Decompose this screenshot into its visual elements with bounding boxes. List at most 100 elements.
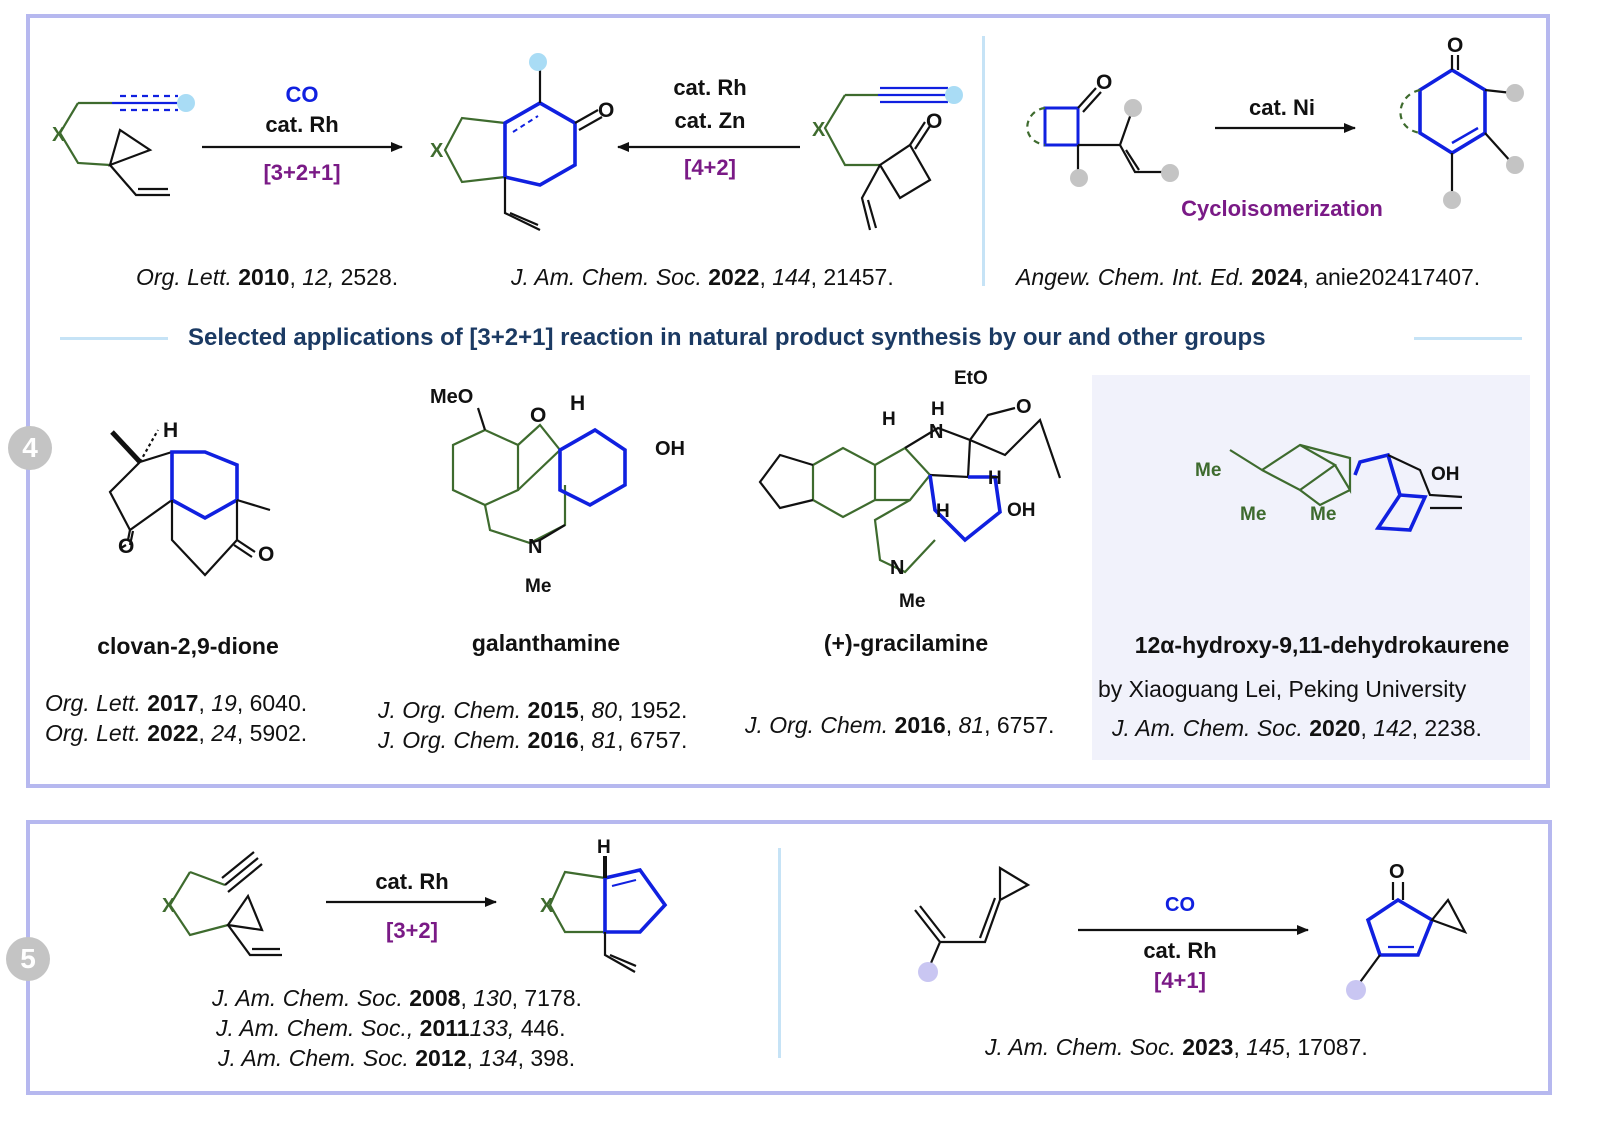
gracilamine-ref: J. Org. Chem. 2016, 81, 6757. (745, 712, 1055, 738)
p5-scheme1-ref-1: J. Am. Chem. Soc. 2008, 130, 7178. (212, 985, 582, 1011)
scheme1-arrow-type: [3+2+1] (263, 160, 340, 185)
scheme3-product (1399, 55, 1513, 196)
p5-scheme1-product-x: X (540, 895, 554, 917)
scheme3-sm-o: O (1096, 71, 1112, 94)
p5-scheme1-arrow-catalyst: cat. Rh (375, 869, 448, 894)
p5-scheme2-arrow-type: [4+1] (1154, 968, 1206, 993)
p5-scheme2-product-o: O (1389, 861, 1405, 883)
section-line-right (1414, 337, 1522, 340)
galanthamine-meo: MeO (430, 386, 473, 408)
scheme2-alkyne-substituent-dot (945, 86, 963, 104)
p5-scheme2-arrow-co: CO (1165, 894, 1195, 916)
galanthamine-name: galanthamine (471, 630, 621, 656)
galanthamine-n: N (528, 536, 542, 558)
product-carbonyl-o: O (598, 99, 614, 122)
gracilamine-o: O (1016, 396, 1032, 418)
gracilamine-h3: H (936, 501, 950, 522)
scheme3-arrow-catalyst: cat. Ni (1249, 95, 1315, 120)
p5-scheme1-ref-3: J. Am. Chem. Soc. 2012, 134, 398. (218, 1045, 576, 1071)
panel-5-structures: X cat. Rh [3+2] H X CO cat. Rh [4+1] O (162, 837, 1468, 1000)
scheme1-reference: Org. Lett. 2010, 12, 2528. (136, 264, 399, 290)
p5-scheme2-starting-material (914, 866, 1031, 971)
clovandione-name: clovan-2,9-dione (97, 633, 279, 659)
scheme3-product-dot-3 (1443, 191, 1461, 209)
gracilamine-eto: EtO (954, 368, 988, 389)
section-title: Selected applications of [3+2+1] reactio… (188, 324, 1266, 351)
p5-scheme2-arrow-catalyst: cat. Rh (1143, 938, 1216, 963)
scheme2-sm-o: O (926, 110, 942, 133)
p5-scheme2-ref: J. Am. Chem. Soc. 2023, 145, 17087. (985, 1034, 1368, 1060)
galanthamine-ref-1: J. Org. Chem. 2015, 80, 1952. (378, 697, 688, 723)
scheme3-product-dot-2 (1506, 156, 1524, 174)
gracilamine-h1: H (882, 409, 896, 430)
p5-scheme2-sm-dot (918, 962, 938, 982)
p5-scheme1-arrow-type: [3+2] (386, 918, 438, 943)
product-substituent-dot (529, 53, 547, 71)
panel-4-structures: X CO cat. Rh [3+2+1] X O cat. Rh cat. Zn… (52, 34, 1524, 612)
p5-scheme1-sm-x: X (162, 895, 176, 917)
scheme1-arrow-co: CO (286, 82, 319, 107)
scheme2-arrow-type: [4+2] (684, 155, 736, 180)
clovandione-ref-2: Org. Lett. 2022, 24, 5902. (45, 720, 308, 746)
clovandione-h: H (163, 419, 178, 442)
scheme-badge-4: 4 (8, 426, 52, 470)
central-bicyclic-product (443, 70, 603, 231)
kaurene-oh: OH (1431, 464, 1460, 485)
scheme1-starting-material (58, 94, 182, 197)
scheme1-sm-x-label: X (52, 124, 66, 146)
gracilamine-n1: N (929, 421, 943, 443)
clovandione-structure (108, 429, 271, 577)
kaurene-name: 12α-hydroxy-9,11-dehydrokaurene (1134, 632, 1510, 658)
galanthamine-ref-2: J. Org. Chem. 2016, 81, 6757. (378, 727, 688, 753)
clovandione-o2: O (258, 543, 274, 566)
p5-scheme1-ref-2: J. Am. Chem. Soc., 2011133, 446. (216, 1015, 566, 1041)
kaurene-me1: Me (1195, 460, 1221, 481)
scheme2-sm-x-label: X (812, 119, 826, 141)
kaurene-author: by Xiaoguang Lei, Peking University (1098, 676, 1467, 702)
scheme3-sm-dot-3 (1161, 164, 1179, 182)
scheme3-arrow-type: Cycloisomerization (1181, 196, 1383, 221)
panel-4 (26, 14, 1550, 788)
gracilamine-h2: H (988, 468, 1002, 489)
galanthamine-h: H (570, 392, 585, 415)
scheme3-starting-material (1026, 87, 1165, 175)
clovandione-ref-1: Org. Lett. 2017, 19, 6040. (45, 690, 308, 716)
kaurene-ref: J. Am. Chem. Soc. 2020, 142, 2238. (1112, 715, 1482, 741)
scheme3-product-o: O (1447, 34, 1463, 57)
scheme2-starting-material (823, 86, 950, 231)
kaurene-highlight-box (1092, 375, 1530, 760)
panel-4-vertical-separator (982, 36, 985, 286)
panel-5-vertical-separator (778, 848, 781, 1058)
gracilamine-me: Me (899, 591, 925, 612)
section-line-left (60, 337, 168, 340)
scheme2-arrow-rh: cat. Rh (673, 75, 746, 100)
scheme3-sm-dot-1 (1124, 99, 1142, 117)
p5-scheme1-product-h: H (597, 837, 611, 858)
scheme2-reference: J. Am. Chem. Soc. 2022, 144, 21457. (511, 264, 894, 290)
p5-scheme2-product-dot (1346, 980, 1366, 1000)
gracilamine-name: (+)-gracilamine (823, 630, 989, 656)
p5-scheme1-product (548, 856, 668, 973)
product-x-label: X (430, 140, 444, 162)
kaurene-me3: Me (1310, 504, 1336, 525)
kaurene-me2: Me (1240, 504, 1266, 525)
galanthamine-o: O (530, 404, 546, 427)
gracilamine-nh-h: H (931, 399, 945, 420)
gracilamine-n2: N (890, 557, 904, 579)
scheme1-alkyne-substituent-dot (177, 94, 195, 112)
p5-scheme2-product (1357, 882, 1468, 986)
gracilamine-structure (758, 406, 1062, 574)
kaurene-structure (1229, 443, 1463, 532)
galanthamine-oh: OH (655, 438, 685, 460)
scheme-badge-5: 5 (6, 937, 50, 981)
scheme1-arrow-catalyst: cat. Rh (265, 112, 338, 137)
scheme3-reference: Angew. Chem. Int. Ed. 2024, anie20241740… (1016, 264, 1481, 290)
galanthamine-me: Me (525, 576, 551, 597)
galanthamine-structure (451, 407, 627, 545)
scheme3-sm-dot-2 (1070, 169, 1088, 187)
clovandione-o1: O (118, 535, 134, 558)
gracilamine-oh: OH (1007, 500, 1036, 521)
p5-scheme1-starting-material (168, 851, 282, 957)
scheme2-arrow-zn: cat. Zn (675, 108, 746, 133)
scheme3-product-dot-1 (1506, 84, 1524, 102)
